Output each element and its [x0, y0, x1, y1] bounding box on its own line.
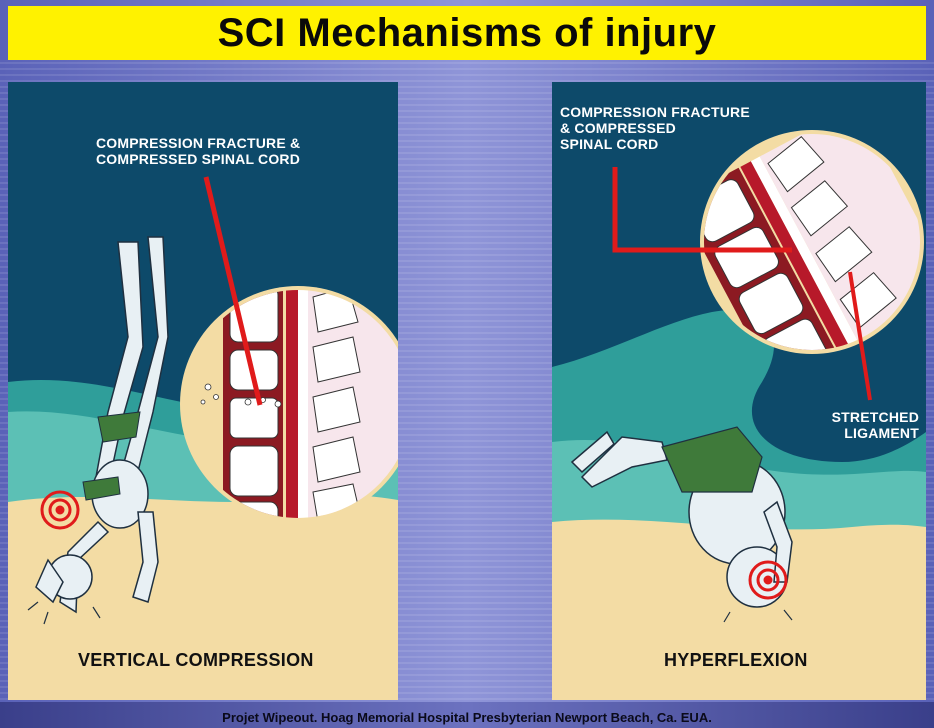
- callout-line-2: & COMPRESSED: [560, 120, 750, 136]
- swimsuit-bottom: [98, 412, 140, 442]
- vertical-compression-panel: COMPRESSION FRACTURE & COMPRESSED SPINAL…: [8, 82, 398, 700]
- callout-line-1: COMPRESSION FRACTURE: [560, 104, 750, 120]
- hyperflexion-illustration: [552, 82, 926, 700]
- source-credit: Projet Wipeout. Hoag Memorial Hospital P…: [222, 710, 712, 725]
- compression-fracture-callout: COMPRESSION FRACTURE & COMPRESSED SPINAL…: [560, 104, 750, 152]
- ligament-line-2: LIGAMENT: [824, 425, 919, 441]
- vertical-compression-caption: VERTICAL COMPRESSION: [78, 650, 314, 671]
- hyperflexion-panel: COMPRESSION FRACTURE & COMPRESSED SPINAL…: [552, 82, 926, 700]
- page-title: SCI Mechanisms of injury: [218, 11, 717, 56]
- ligament-line-1: STRETCHED: [824, 409, 919, 425]
- stretched-ligament-callout: STRETCHED LIGAMENT: [824, 409, 919, 441]
- title-banner: SCI Mechanisms of injury: [8, 6, 926, 60]
- callout-line-3: SPINAL CORD: [560, 136, 750, 152]
- hyperflexion-caption: HYPERFLEXION: [664, 650, 808, 671]
- vertical-compression-illustration: [8, 82, 398, 700]
- compression-fracture-callout: COMPRESSION FRACTURE & COMPRESSED SPINAL…: [96, 135, 326, 167]
- footer-banner: Projet Wipeout. Hoag Memorial Hospital P…: [0, 702, 934, 728]
